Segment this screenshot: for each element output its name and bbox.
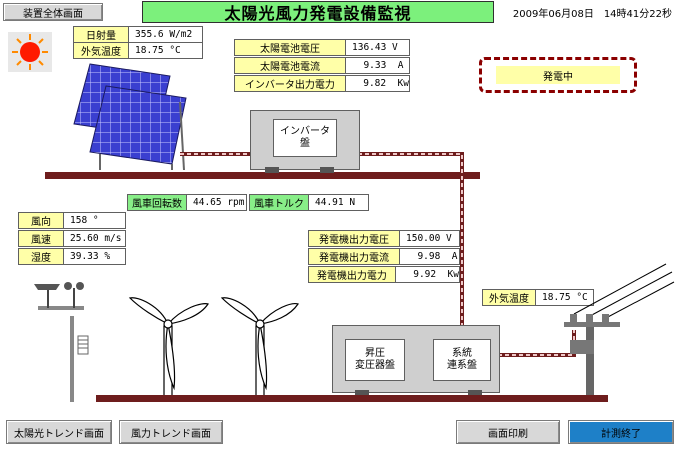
solar-current-label: 太陽電池電流 xyxy=(235,58,346,73)
outside-temp-value: 18.75 °C xyxy=(135,45,181,56)
generator-voltage-label: 発電機出力電圧 xyxy=(309,231,400,246)
irradiance-value: 355.6 W/m2 xyxy=(135,29,193,40)
datetime: 2009年06月08日 14時41分22秒 xyxy=(512,9,672,20)
outside-temp-right-value: 18.75 °C xyxy=(542,292,588,303)
wind-speed-row: 風速 25.60 m/s xyxy=(18,230,126,247)
ground-line-bottom xyxy=(96,395,608,402)
rotor-torque-value: 44.91 N xyxy=(315,197,356,208)
generator-voltage-value: 150.00 V xyxy=(406,233,452,244)
rotor-torque-label: 風車トルク xyxy=(250,195,309,210)
wind-direction-row: 風向 158 ° xyxy=(18,212,126,229)
wind-turbine-icon xyxy=(128,297,299,400)
solar-voltage-row: 太陽電池電圧 136.43 V xyxy=(234,39,410,56)
humidity-row: 湿度 39.33 % xyxy=(18,248,126,265)
outside-temp-label: 外気温度 xyxy=(74,43,129,58)
outside-temp-row: 外気温度 18.75 °C xyxy=(73,42,203,59)
inverter-foot-right xyxy=(320,167,334,173)
inverter-label-line1: インバータ xyxy=(280,126,330,137)
inverter-panel: インバータ 盤 xyxy=(273,119,337,157)
solar-voltage-value: 136.43 V xyxy=(352,42,398,53)
substation-cabinet: 昇圧 変圧器盤 系統 連系盤 xyxy=(332,325,500,393)
transformer-label-line1: 昇圧 xyxy=(365,348,385,359)
inverter-label-line2: 盤 xyxy=(300,138,310,149)
rotor-speed-row: 風車回転数 44.65 rpm xyxy=(127,194,247,211)
grid-label-line1: 系統 xyxy=(452,348,472,359)
cabinet-foot-left xyxy=(355,390,369,396)
generation-status-indicator: 発電中 xyxy=(479,57,637,93)
humidity-value: 39.33 % xyxy=(70,251,111,262)
wind-trend-button[interactable]: 風力トレンド画面 xyxy=(119,420,223,444)
stop-measurement-button[interactable]: 計測終了 xyxy=(568,420,674,444)
inverter-power-row: インバータ出力電力 9.82 Kw xyxy=(234,75,410,92)
solar-panel-icon xyxy=(73,63,187,171)
wind-speed-value: 25.60 m/s xyxy=(70,233,122,244)
generator-voltage-row: 発電機出力電圧 150.00 V xyxy=(308,230,460,247)
wind-direction-value: 158 ° xyxy=(70,215,99,226)
solar-current-row: 太陽電池電流 9.33 A xyxy=(234,57,410,74)
step-up-transformer-panel: 昇圧 変圧器盤 xyxy=(345,339,405,381)
outside-temp-right-label: 外気温度 xyxy=(483,290,536,305)
overview-screen-button[interactable]: 装置全体画面 xyxy=(3,3,103,21)
grid-label-line2: 連系盤 xyxy=(447,360,477,371)
generator-power-value: 9.92 Kw xyxy=(401,269,459,280)
inverter-cabinet: インバータ 盤 xyxy=(250,110,360,170)
rotor-speed-label: 風車回転数 xyxy=(128,195,187,210)
humidity-label: 湿度 xyxy=(19,249,64,264)
weather-station-icon xyxy=(34,282,89,402)
solar-trend-button[interactable]: 太陽光トレンド画面 xyxy=(6,420,112,444)
generation-status-text: 発電中 xyxy=(496,66,620,84)
sun-icon xyxy=(8,32,52,72)
grid-interconnection-panel: 系統 連系盤 xyxy=(433,339,491,381)
outside-temp-right-row: 外気温度 18.75 °C xyxy=(482,289,594,306)
transformer-label-line2: 変圧器盤 xyxy=(355,360,395,371)
generator-current-row: 発電機出力電流 9.98 A xyxy=(308,248,460,265)
inverter-foot-left xyxy=(265,167,279,173)
solar-voltage-label: 太陽電池電圧 xyxy=(235,40,346,55)
rotor-speed-value: 44.65 rpm xyxy=(193,197,245,208)
generator-power-label: 発電機出力電力 xyxy=(309,267,396,282)
irradiance-row: 日射量 355.6 W/m2 xyxy=(73,26,203,43)
utility-pole-icon xyxy=(564,263,675,398)
generator-power-row: 発電機出力電力 9.92 Kw xyxy=(308,266,460,283)
ground-line-top xyxy=(45,172,480,179)
cabinet-foot-right xyxy=(468,390,482,396)
generator-current-value: 9.98 A xyxy=(406,251,458,262)
irradiance-label: 日射量 xyxy=(74,27,129,42)
solar-current-value: 9.33 A xyxy=(352,60,404,71)
rotor-torque-row: 風車トルク 44.91 N xyxy=(249,194,369,211)
wind-speed-label: 風速 xyxy=(19,231,64,246)
generator-current-label: 発電機出力電流 xyxy=(309,249,400,264)
inverter-power-value: 9.82 Kw xyxy=(351,78,409,89)
wind-direction-label: 風向 xyxy=(19,213,64,228)
print-screen-button[interactable]: 画面印刷 xyxy=(456,420,560,444)
inverter-power-label: インバータ出力電力 xyxy=(235,76,346,91)
page-title: 太陽光風力発電設備監視 xyxy=(142,1,494,23)
